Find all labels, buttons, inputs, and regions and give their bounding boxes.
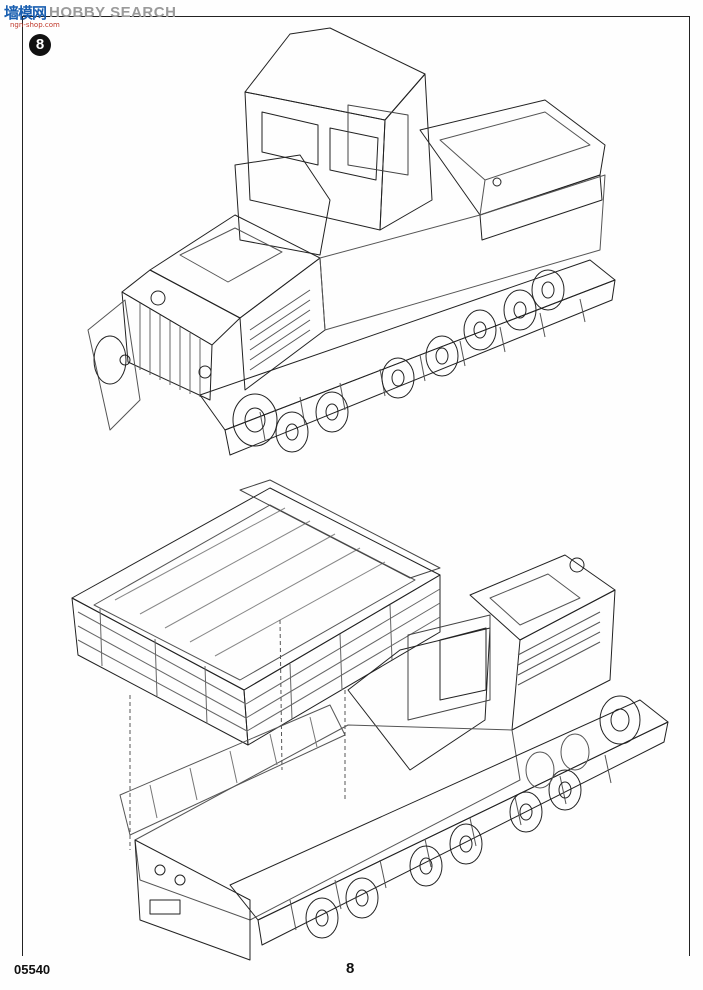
track-near-side	[224, 279, 616, 456]
cargo-bed-inner-top	[93, 504, 416, 681]
product-code: 05540	[14, 962, 51, 977]
cargo-bed-top	[71, 487, 441, 691]
watermark: 墙模网 HOBBY SEARCH	[4, 2, 176, 23]
hood-hatch	[179, 227, 283, 283]
lower-track-near-side	[257, 721, 669, 946]
lower-rear-plate	[134, 839, 251, 961]
lower-cab-window	[439, 627, 487, 701]
lower-hull	[134, 724, 521, 921]
cab-side	[379, 73, 433, 231]
cab-window-left	[261, 111, 319, 166]
hull-side	[319, 174, 606, 331]
cab-side-window	[347, 104, 409, 176]
cargo-bed-assembly-illustration	[71, 479, 669, 961]
lower-cab-side	[347, 627, 491, 771]
cab-roof	[244, 27, 426, 121]
page-number: 8	[346, 960, 355, 977]
cargo-bed-front-panel	[71, 597, 249, 746]
engine-hood-top	[149, 214, 321, 319]
radiator-front	[121, 291, 213, 401]
track-far-front	[87, 299, 141, 431]
page-frame-top	[22, 16, 690, 17]
rear-bed-side	[479, 174, 603, 241]
tracked-tractor-illustration	[87, 27, 616, 456]
cargo-bed-side-panel	[243, 574, 441, 746]
rear-bed-inner	[439, 111, 591, 181]
tow-hitch	[149, 899, 181, 915]
lower-track-near-top	[229, 699, 669, 921]
step-number-badge: 8	[29, 34, 51, 56]
bed-front-rail	[239, 479, 441, 579]
rear-bed-top	[419, 99, 606, 216]
cab-window-right	[329, 127, 379, 181]
watermark-cn: 墙模网	[4, 4, 47, 22]
lower-track-far	[119, 704, 346, 836]
engine-side	[239, 257, 326, 391]
watermark-url: ngn-shop.com	[10, 21, 60, 29]
lower-cab-door	[407, 614, 491, 721]
lower-engine-side	[511, 589, 616, 731]
watermark-en: HOBBY SEARCH	[49, 4, 177, 21]
lower-hood-hatch	[489, 573, 581, 626]
cab-lower	[234, 154, 331, 256]
page-frame-left	[22, 16, 23, 956]
page-frame-right	[689, 16, 690, 956]
